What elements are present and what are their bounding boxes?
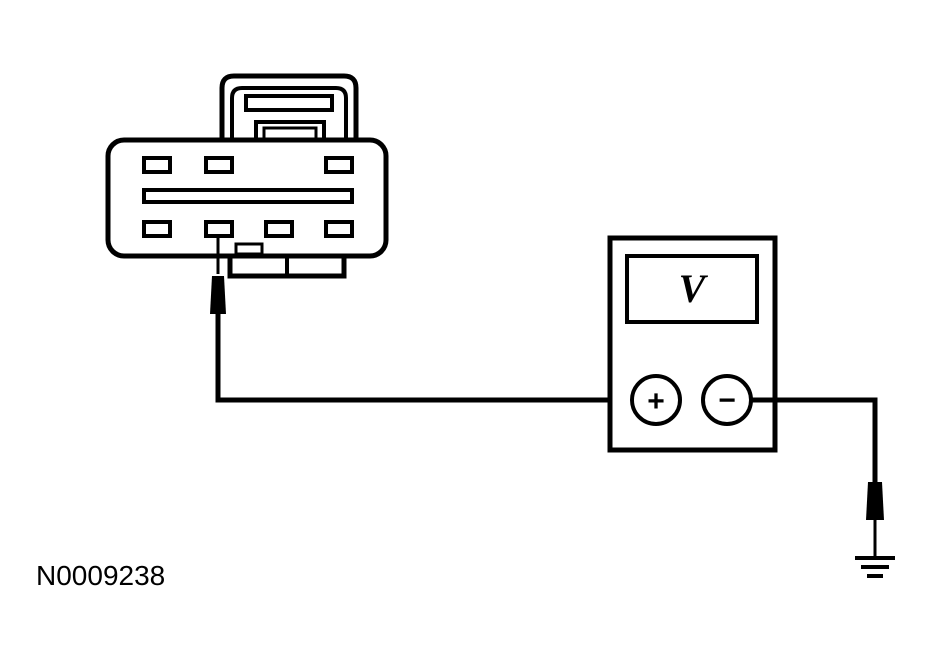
- multimeter: V + −: [607, 235, 778, 453]
- positive-symbol: +: [647, 385, 665, 418]
- negative-symbol: −: [718, 384, 736, 417]
- test-lead-negative: [751, 397, 878, 484]
- meter-display: [625, 254, 759, 324]
- connector-icon: [105, 73, 389, 279]
- ground-icon: [855, 556, 895, 578]
- probe-icon: [210, 236, 226, 314]
- meter-positive-terminal: [630, 374, 682, 426]
- meter-display-symbol: V: [679, 266, 709, 311]
- test-lead-positive: [215, 312, 632, 403]
- probe-icon: [866, 482, 884, 556]
- figure-reference-code: N0009238: [36, 560, 166, 591]
